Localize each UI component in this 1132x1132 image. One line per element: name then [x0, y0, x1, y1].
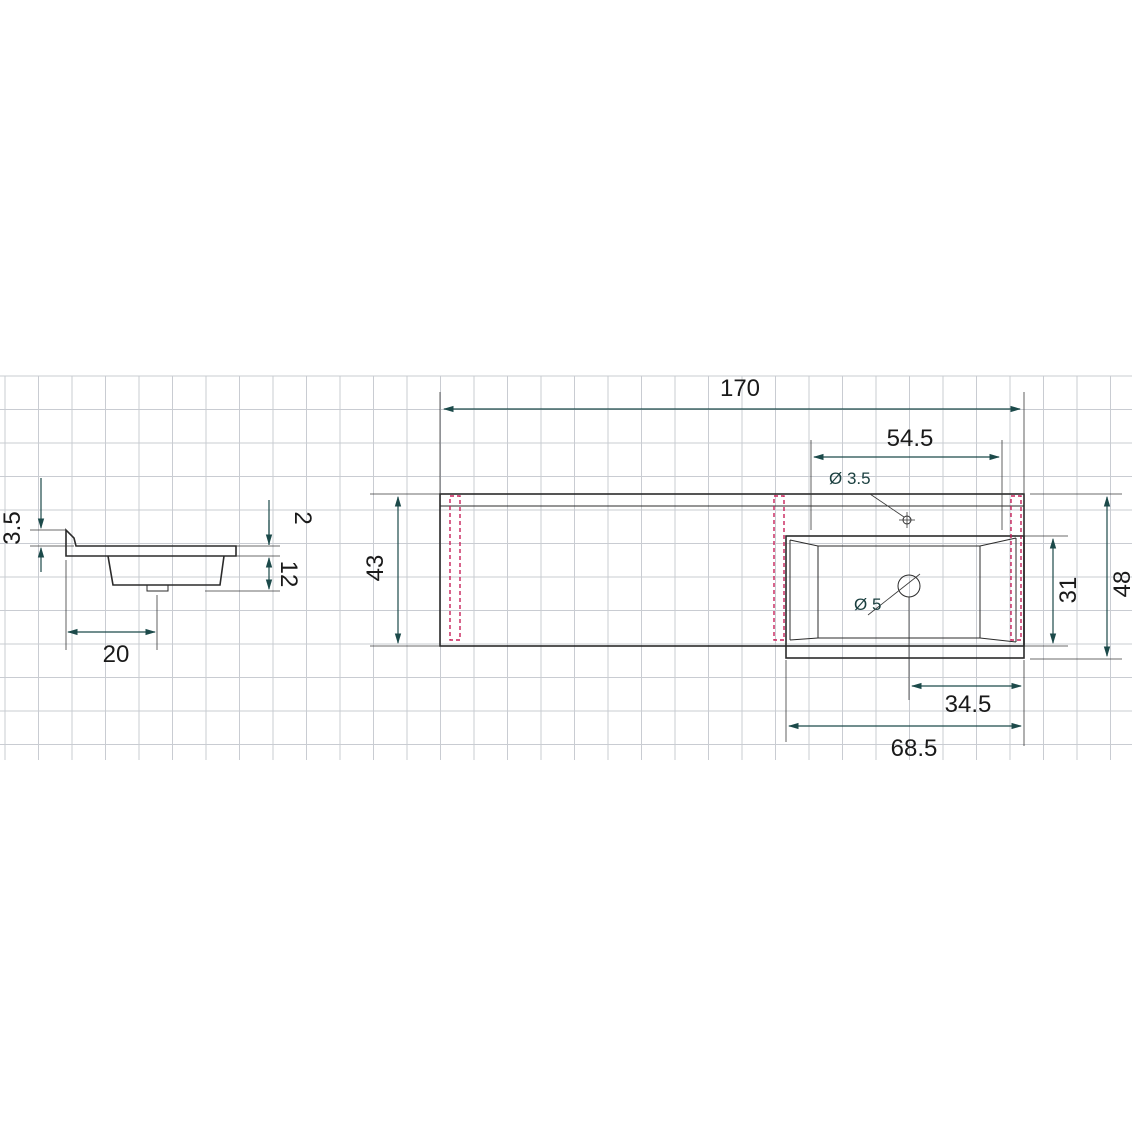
top-faucet-diameter-label: Ø 3.5: [829, 469, 871, 488]
side-drain-offset-label: 20: [103, 641, 130, 668]
top-front-depth-label: 43: [362, 555, 389, 582]
top-basin-width-label: 68.5: [891, 735, 938, 762]
side-rim-height-label: 3.5: [0, 511, 26, 544]
top-faucet-offset-label: 54.5: [887, 425, 934, 452]
side-bowl-depth-label: 12: [275, 561, 302, 588]
side-view: 3.5 2 12 20: [0, 478, 316, 668]
basin-bowl-bottom: [817, 545, 981, 639]
top-drain-offset-label: 34.5: [945, 691, 992, 718]
side-top-thickness-label: 2: [289, 511, 316, 524]
side-view-bowl: [107, 555, 225, 586]
top-bowl-depth-label: 31: [1055, 577, 1082, 604]
background-grid: [0, 375, 1132, 760]
top-total-width-label: 170: [720, 375, 760, 402]
countertop-outline: [439, 493, 1025, 647]
basin-slopes: [789, 537, 1017, 643]
top-drain-diameter-label: Ø 5: [854, 595, 881, 614]
side-view-drain: [146, 585, 169, 592]
basin-outline: [785, 535, 1025, 659]
hidden-bracket-left: [449, 495, 461, 641]
top-view: 170 54.5 Ø 3.5 Ø 5 43 31 48 34: [362, 375, 1132, 762]
top-total-depth-label: 48: [1109, 571, 1132, 598]
